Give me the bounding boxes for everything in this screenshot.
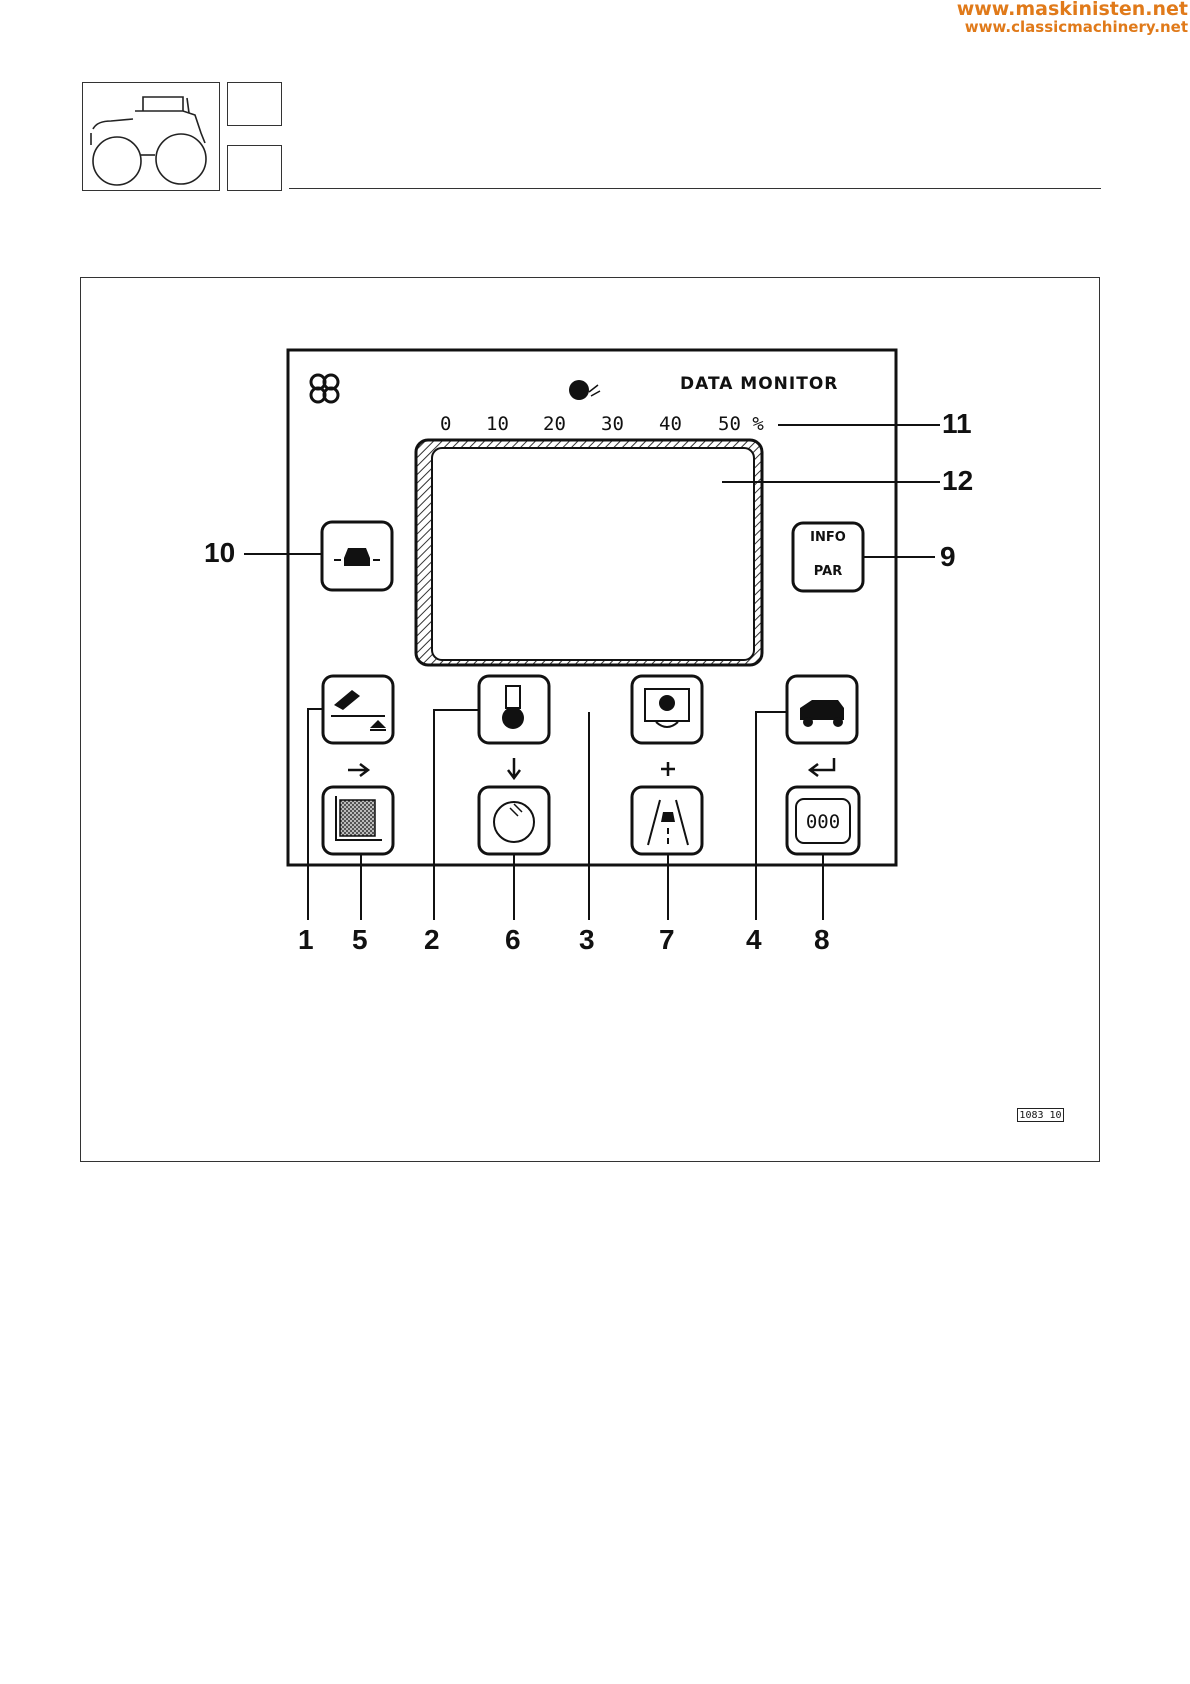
enter-arrow-icon	[810, 758, 834, 776]
display-screen	[432, 448, 754, 660]
callout-2: 2	[424, 926, 440, 954]
button-6-timer	[479, 787, 549, 854]
button-10-drive-width	[322, 522, 392, 590]
info-button-label: INFO	[798, 530, 858, 545]
callout-1: 1	[298, 926, 314, 954]
figure-code: 1083 10	[1017, 1108, 1064, 1122]
callout-8: 8	[814, 926, 830, 954]
callout-9: 9	[940, 543, 956, 571]
button-4-tractor	[787, 676, 857, 743]
callout-10: 10	[204, 539, 235, 567]
drop-icon	[569, 380, 600, 400]
button-1-implement-height	[323, 676, 393, 743]
callout-4: 4	[746, 926, 762, 954]
scale-label-30: 30	[601, 415, 624, 434]
button-2-engine-temperature	[479, 676, 549, 743]
counter-display-label: 000	[793, 811, 853, 833]
callout-7: 7	[659, 926, 675, 954]
callout-3: 3	[579, 926, 595, 954]
button-3-pto	[632, 676, 702, 743]
monitor-title: DATA MONITOR	[680, 374, 838, 394]
scale-label-50: 50 %	[718, 415, 764, 434]
scale-label-20: 20	[543, 415, 566, 434]
plus-icon	[661, 762, 675, 776]
callout-12: 12	[942, 467, 973, 495]
scale-label-10: 10	[486, 415, 509, 434]
callout-5: 5	[352, 926, 368, 954]
arrow-right-icon	[348, 764, 368, 776]
scale-label-0: 0	[440, 415, 451, 434]
button-7-ground-speed	[632, 787, 702, 854]
arrow-down-icon	[508, 758, 520, 778]
par-button-label: PAR	[798, 564, 858, 579]
button-5-area	[323, 787, 393, 854]
brand-logo-icon	[311, 375, 338, 402]
scale-label-40: 40	[659, 415, 682, 434]
callout-6: 6	[505, 926, 521, 954]
callout-11: 11	[942, 410, 972, 438]
